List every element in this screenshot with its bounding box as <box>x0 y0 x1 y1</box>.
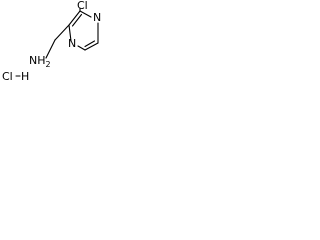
bond-c5-c6-double <box>84 40 96 48</box>
nitrogen-bottom-label: N <box>68 37 76 50</box>
amine-nh-text: NH <box>29 54 46 67</box>
hydrochloride-h-label: H <box>21 70 29 82</box>
hydrochloride-cl-label: Cl <box>2 70 13 82</box>
amine-subscript-text: 2 <box>46 60 51 69</box>
bond-c5-c6 <box>84 42 99 51</box>
nitrogen-top-label: N <box>93 11 101 24</box>
hydrochloride-salt: Cl H <box>2 70 29 82</box>
bond-c2-c3 <box>68 10 81 26</box>
bond-c2-ch2 <box>54 24 70 41</box>
amine-label: NH2 <box>29 54 51 69</box>
chemical-structure: Cl N N NH2 Cl H <box>2 0 101 82</box>
bond-c3-n4 <box>79 10 92 18</box>
bond-ch2-n <box>45 39 56 59</box>
bond-n1-c2 <box>68 24 72 42</box>
bond-c2-c3-double <box>71 13 83 27</box>
chlorine-ring-label: Cl <box>77 0 88 12</box>
bond-c6-n1 <box>77 45 86 51</box>
pyrazine-ring <box>68 10 99 51</box>
